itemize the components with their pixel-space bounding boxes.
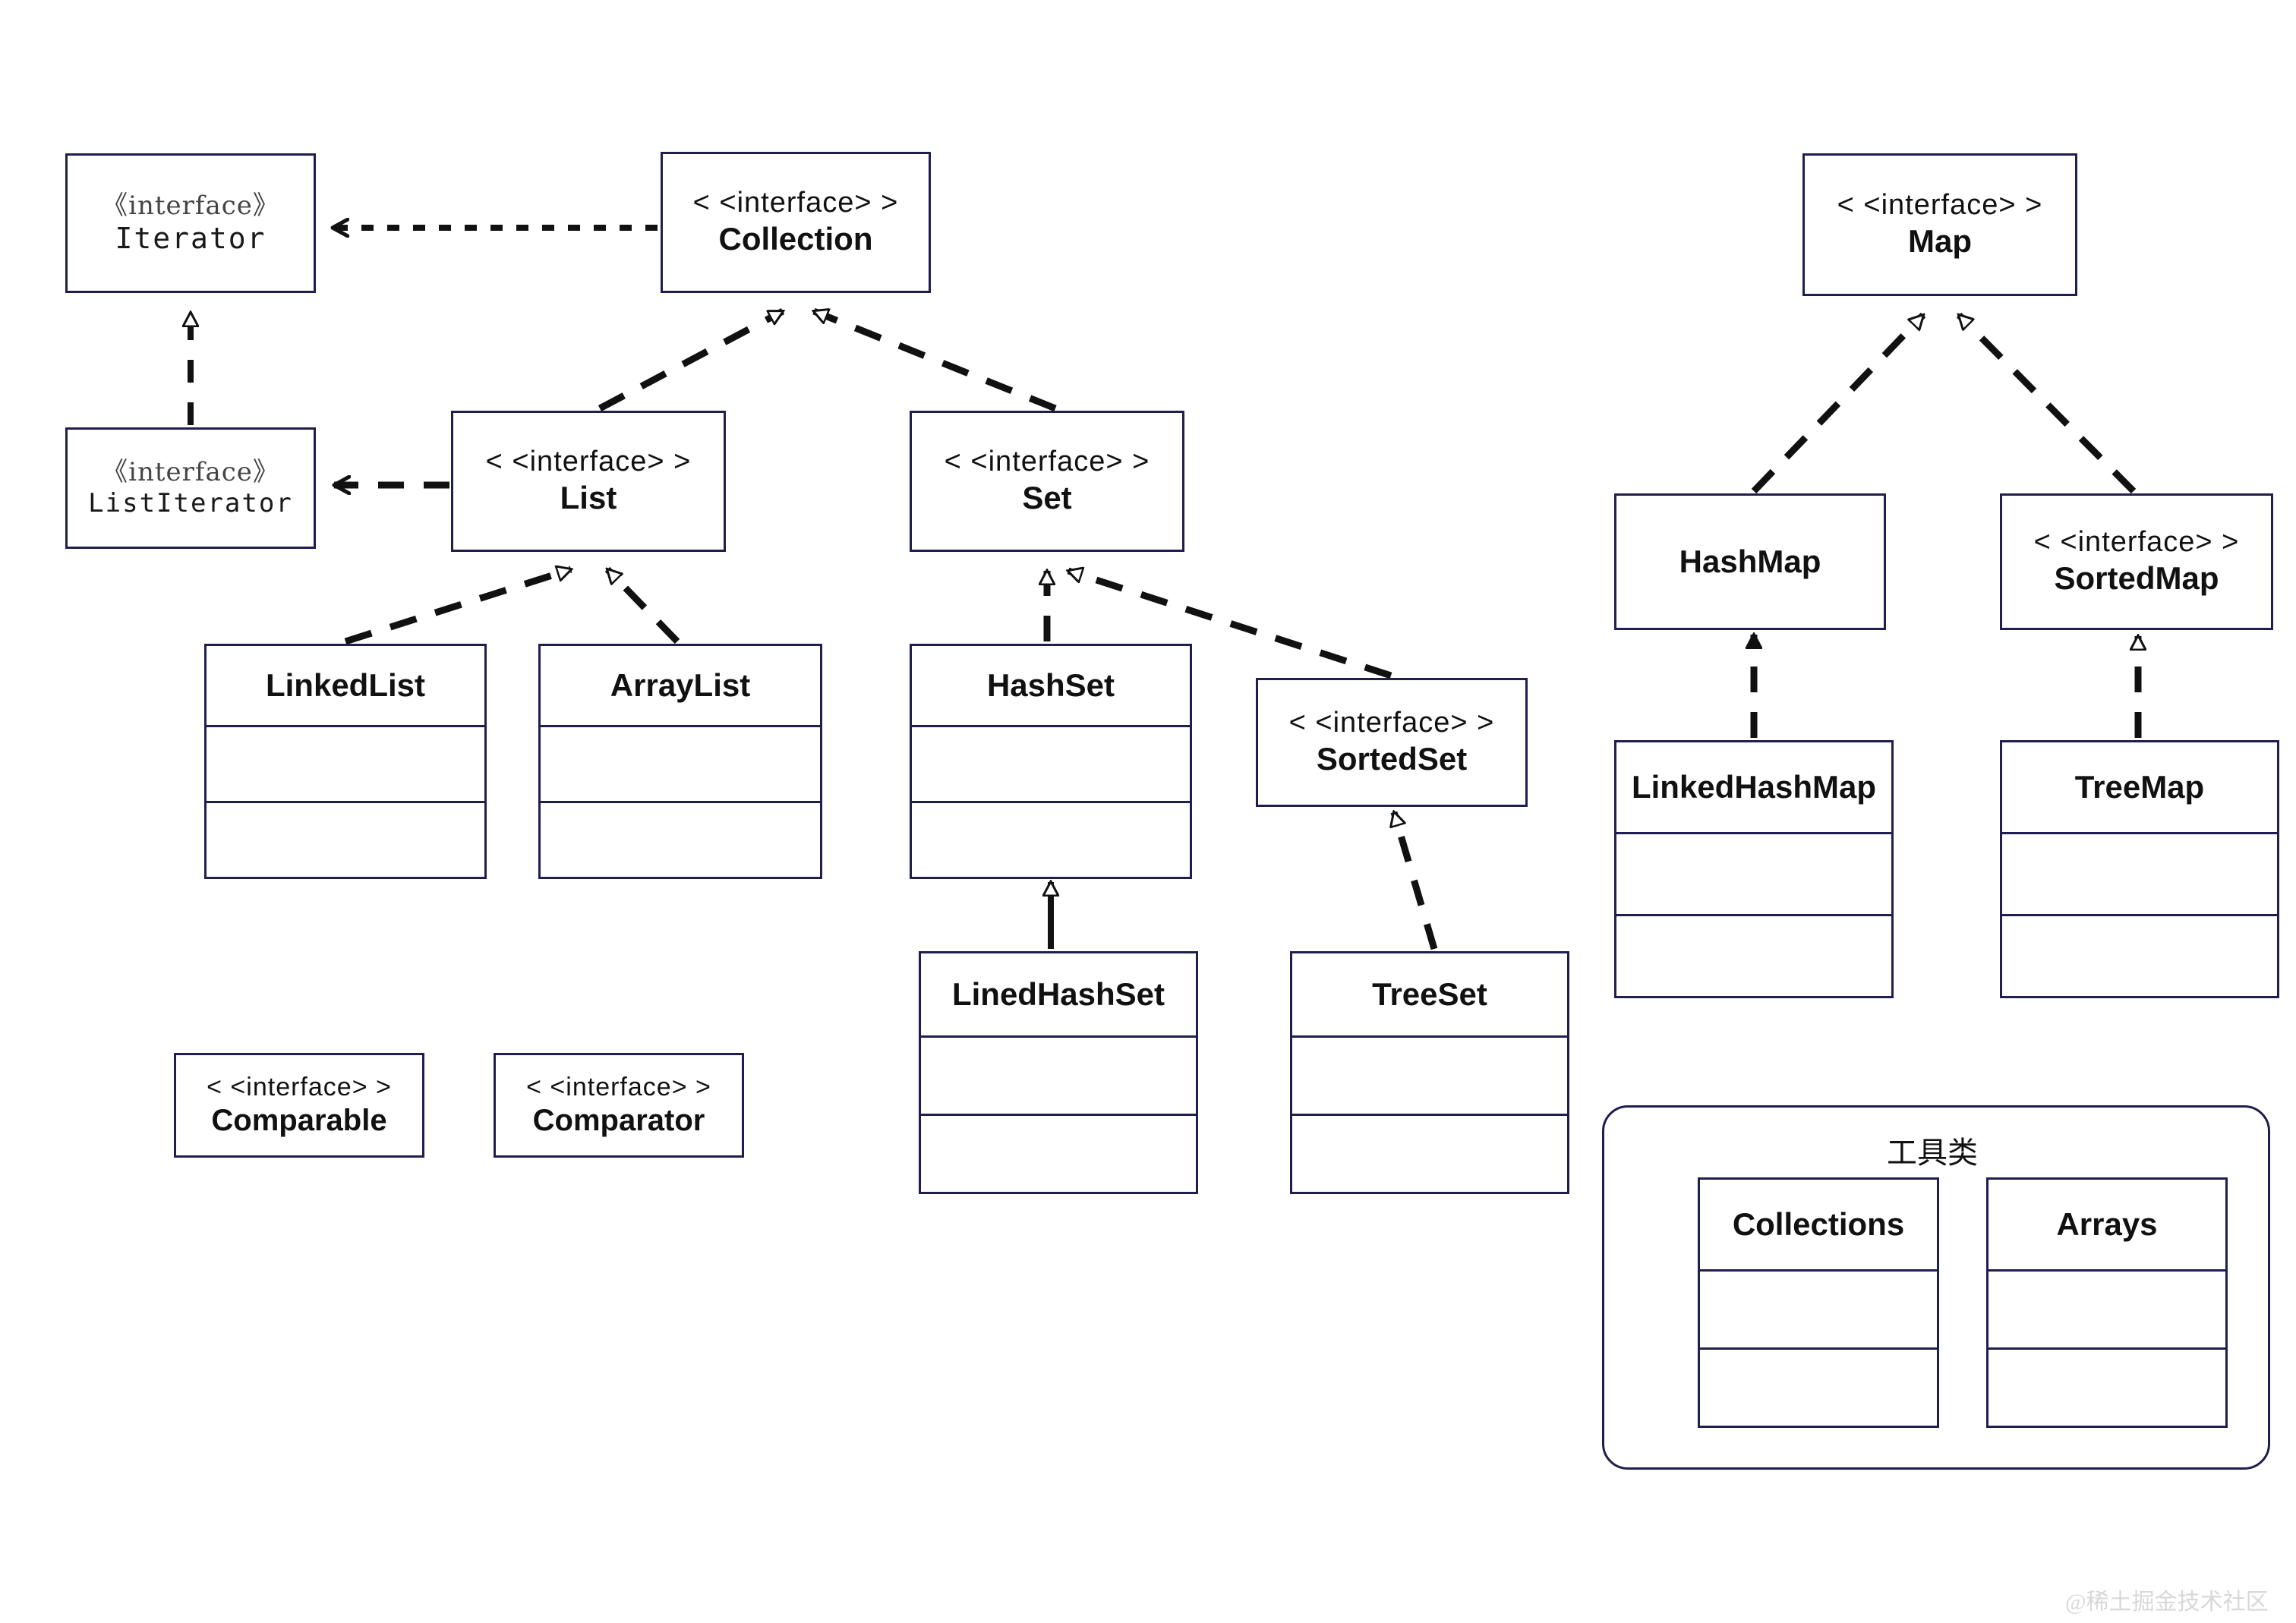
node-methods-linkedhashmap	[1616, 914, 1891, 996]
edge-set-to-collection	[814, 311, 1057, 412]
node-header-collections: Collections	[1700, 1180, 1937, 1269]
node-header-list: < <interface> > List	[453, 413, 724, 550]
node-header-arrays: Arrays	[1988, 1180, 2225, 1269]
stereotype-label: < <interface> >	[2033, 526, 2240, 559]
uml-node-arraylist[interactable]: ArrayList	[538, 644, 822, 879]
node-attributes-linkedlist	[207, 725, 484, 801]
uml-node-sortedmap[interactable]: < <interface> > SortedMap	[2000, 493, 2273, 630]
node-header-map: < <interface> > Map	[1805, 156, 2075, 294]
uml-node-hashset[interactable]: HashSet	[910, 644, 1192, 879]
edge-arraylist-to-list	[604, 566, 680, 644]
node-methods-linedhashset	[921, 1114, 1196, 1192]
node-name: HashMap	[1679, 543, 1821, 579]
node-name: TreeSet	[1372, 975, 1487, 1012]
edge-sortedset-to-set	[1068, 571, 1392, 679]
uml-node-treemap[interactable]: TreeMap	[2000, 740, 2279, 998]
node-header-hashset: HashSet	[912, 646, 1190, 725]
utility-group-title: 工具类	[1887, 1136, 1978, 1170]
uml-node-collection[interactable]: < <interface> > Collection	[661, 152, 931, 293]
node-attributes-linkedhashmap	[1616, 832, 1891, 914]
node-header-linedhashset: LinedHashSet	[921, 953, 1196, 1035]
stereotype-label: < <interface> >	[1288, 707, 1495, 739]
node-name: Collections	[1732, 1205, 1905, 1242]
node-methods-treeset	[1292, 1114, 1567, 1192]
node-header-comparable: < <interface> > Comparable	[176, 1055, 422, 1155]
node-header-listiterator: 《interface》 ListIterator	[68, 430, 314, 547]
node-header-treemap: TreeMap	[2002, 742, 2277, 832]
node-attributes-arraylist	[541, 725, 820, 801]
node-methods-arrays	[1988, 1347, 2225, 1426]
node-name: LinedHashSet	[951, 975, 1165, 1012]
node-header-sortedset: < <interface> > SortedSet	[1258, 680, 1525, 805]
node-methods-hashset	[912, 801, 1190, 877]
stereotype-label: 《interface》	[102, 457, 279, 488]
uml-node-linedhashset[interactable]: LinedHashSet	[919, 951, 1198, 1194]
stereotype-label: < <interface> >	[944, 446, 1150, 478]
edge-list-to-collection	[598, 308, 783, 411]
node-name: TreeMap	[2074, 768, 2205, 805]
node-name: Iterator	[115, 221, 266, 255]
uml-node-arrays[interactable]: Arrays	[1986, 1177, 2228, 1428]
node-attributes-treemap	[2002, 832, 2277, 914]
uml-node-sortedset[interactable]: < <interface> > SortedSet	[1256, 678, 1528, 807]
node-name: HashSet	[986, 667, 1115, 703]
uml-node-linkedlist[interactable]: LinkedList	[204, 644, 487, 879]
node-name: Map	[1908, 223, 1972, 260]
node-name: LinkedHashMap	[1631, 768, 1877, 805]
node-name: SortedSet	[1316, 741, 1468, 777]
stereotype-label: < <interface> >	[526, 1072, 711, 1101]
node-name: SortedMap	[2054, 560, 2219, 597]
node-name: List	[560, 480, 617, 516]
uml-node-comparable[interactable]: < <interface> > Comparable	[174, 1053, 424, 1158]
uml-node-hashmap[interactable]: HashMap	[1614, 493, 1886, 630]
stereotype-label: < <interface> >	[207, 1072, 392, 1101]
node-name: ListIterator	[88, 488, 293, 518]
stereotype-label: < <interface> >	[485, 446, 692, 478]
node-methods-treemap	[2002, 914, 2277, 996]
node-header-linkedlist: LinkedList	[207, 646, 484, 725]
node-attributes-treeset	[1292, 1035, 1567, 1114]
uml-node-treeset[interactable]: TreeSet	[1290, 951, 1569, 1194]
uml-node-collections[interactable]: Collections	[1698, 1177, 1939, 1428]
node-header-hashmap: HashMap	[1616, 496, 1884, 628]
edge-linkedlist-to-list	[344, 569, 571, 645]
node-header-comparator: < <interface> > Comparator	[496, 1055, 742, 1155]
node-name: Set	[1022, 480, 1072, 516]
node-methods-linkedlist	[207, 801, 484, 877]
edge-sortedmap-to-map	[1956, 312, 2137, 494]
edge-treeset-to-sortedset	[1394, 812, 1438, 950]
uml-node-linkedhashmap[interactable]: LinkedHashMap	[1614, 740, 1894, 998]
node-header-iterator: 《interface》 Iterator	[68, 156, 314, 291]
node-attributes-hashset	[912, 725, 1190, 801]
node-name: Arrays	[2056, 1205, 2158, 1242]
uml-node-comparator[interactable]: < <interface> > Comparator	[494, 1053, 744, 1158]
node-name: Comparator	[532, 1104, 705, 1138]
node-name: LinkedList	[265, 667, 426, 703]
node-methods-collections	[1700, 1347, 1937, 1426]
stereotype-label: < <interface> >	[692, 187, 899, 219]
node-header-linkedhashmap: LinkedHashMap	[1616, 742, 1891, 832]
node-header-arraylist: ArrayList	[541, 646, 820, 725]
node-header-collection: < <interface> > Collection	[663, 154, 929, 291]
uml-node-set[interactable]: < <interface> > Set	[910, 411, 1184, 552]
node-header-treeset: TreeSet	[1292, 953, 1567, 1035]
uml-node-list[interactable]: < <interface> > List	[451, 411, 726, 552]
node-name: Comparable	[211, 1104, 387, 1138]
watermark-label: @稀土掘金技术社区	[2065, 1590, 2269, 1615]
node-header-set: < <interface> > Set	[912, 413, 1182, 550]
node-name: ArrayList	[610, 667, 751, 703]
node-name: Collection	[718, 221, 873, 257]
edge-hashmap-to-map	[1751, 312, 1926, 494]
uml-node-listiterator[interactable]: 《interface》 ListIterator	[65, 427, 316, 549]
node-attributes-linedhashset	[921, 1035, 1196, 1114]
stereotype-label: < <interface> >	[1837, 189, 2043, 222]
uml-node-iterator[interactable]: 《interface》 Iterator	[65, 153, 316, 293]
uml-node-map[interactable]: < <interface> > Map	[1802, 153, 2077, 296]
node-attributes-collections	[1700, 1269, 1937, 1347]
node-attributes-arrays	[1988, 1269, 2225, 1347]
stereotype-label: 《interface》	[102, 190, 279, 221]
node-methods-arraylist	[541, 801, 820, 877]
node-header-sortedmap: < <interface> > SortedMap	[2002, 496, 2271, 628]
